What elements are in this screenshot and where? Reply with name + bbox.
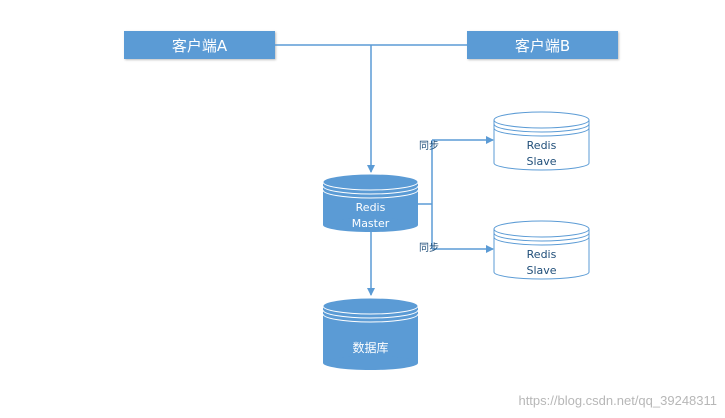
redis-slave-top-label-line2: Slave xyxy=(526,155,557,168)
redis-slave-bottom-label: Redis Slave xyxy=(494,247,589,279)
redis-slave-bottom-label-line2: Slave xyxy=(526,264,557,277)
client-a-box: 客户端A xyxy=(124,31,275,59)
database-label: 数据库 xyxy=(323,340,418,356)
redis-master-label-line2: Master xyxy=(351,217,390,230)
redis-slave-top-cylinder xyxy=(493,111,590,171)
sync-label-top: 同步 xyxy=(419,141,439,152)
sync-label-bottom: 同步 xyxy=(419,243,439,254)
database-cylinder xyxy=(322,297,419,370)
client-a-label: 客户端A xyxy=(171,36,228,55)
watermark-text: https://blog.csdn.net/qq_39248311 xyxy=(518,393,717,408)
client-b-box: 客户端B xyxy=(467,31,618,59)
redis-slave-bottom-label-line1: Redis xyxy=(526,248,557,261)
redis-master-label: Redis Master xyxy=(323,200,418,232)
client-b-label: 客户端B xyxy=(514,36,571,55)
redis-slave-bottom-cylinder xyxy=(493,220,590,280)
database-label-text: 数据库 xyxy=(352,341,389,355)
redis-slave-top-label-line1: Redis xyxy=(526,139,557,152)
redis-slave-top-label: Redis Slave xyxy=(494,138,589,170)
redis-master-label-line1: Redis xyxy=(355,201,386,214)
redis-master-cylinder xyxy=(322,173,419,232)
